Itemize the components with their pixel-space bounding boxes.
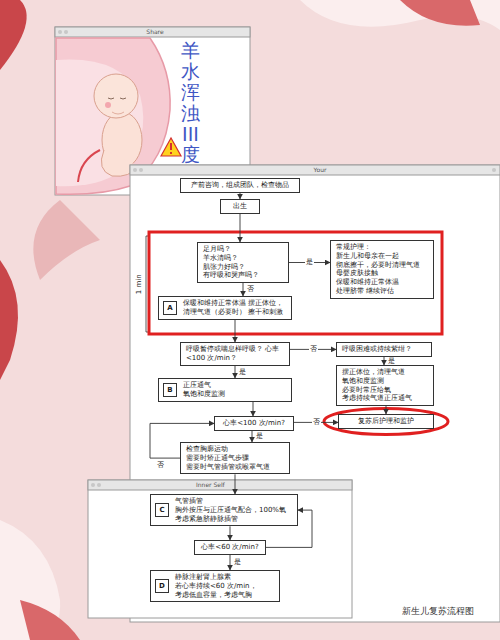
box-text: 新生儿和母亲在一起 彻底擦干，必要时清理气道 母婴皮肤接触 保暖和维持正常体温 … — [336, 252, 428, 296]
step-letter: A — [163, 301, 177, 315]
branch-label: 是 — [233, 558, 242, 566]
window-button — [492, 168, 496, 172]
branch-label: 是 — [238, 368, 247, 376]
box-text: 正压通气 氧饱和度监测 — [183, 381, 233, 399]
box-text: 气管插管 胸外按压与正压通气配合，100%氧 考虑紧急脐静脉插管 — [175, 497, 287, 523]
flow-arrow — [384, 357, 385, 365]
branch-label: 否 — [309, 345, 318, 353]
figure-caption: 新生儿复苏流程图 — [402, 605, 474, 618]
box-text: C — [156, 504, 168, 516]
box-text: A — [164, 302, 176, 314]
deco-blob — [400, 0, 480, 26]
window-button — [58, 30, 62, 34]
branch-label: 是 — [387, 357, 396, 365]
umbilical-cord — [78, 150, 100, 182]
warning-mark — [170, 152, 172, 154]
box-text: 保暖和维持正常体温 摆正体位，清理气道（必要时） 擦干和刺激 — [183, 299, 286, 317]
box-text: 产前咨询，组成团队，检查物品 — [186, 181, 294, 190]
fetus-head — [94, 74, 138, 118]
flow-arrow — [240, 214, 241, 242]
flow-arrow — [386, 406, 387, 414]
window-title: Inner Self — [196, 481, 225, 488]
process-box: 常规护理：新生儿和母亲在一起 彻底擦干，必要时清理气道 母婴皮肤接触 保暖和维持… — [330, 240, 434, 299]
deco-blob — [20, 600, 80, 640]
box-text: 摆正体位，清理气道 氧饱和度监测 必要时常压给氧 考虑持续气道正压通气 — [342, 368, 422, 403]
box-text: 心率<60 次/min? — [200, 543, 260, 552]
step-box: 正压通气 氧饱和度监测 B — [158, 378, 292, 402]
flow-arrow — [252, 431, 253, 442]
window-title: Share — [135, 28, 175, 35]
flow-arrow — [243, 283, 244, 296]
deco-blob — [300, 0, 500, 30]
deco-blob — [33, 200, 100, 280]
branch-label: 是 — [305, 258, 314, 266]
decision-box: 呼吸困难或持续紫绀？ — [336, 342, 432, 357]
box-text: 呼吸困难或持续紫绀？ — [342, 345, 426, 354]
deco-blob — [0, 260, 18, 380]
decision-box: 呼吸暂停或喘息样呼吸？ 心率<100 次/min？ — [180, 342, 290, 366]
decision-box: 心率<100 次/min? — [214, 416, 294, 431]
window-button — [133, 168, 137, 172]
fetus-eyes — [108, 98, 126, 99]
time-note: 1 min — [135, 270, 143, 298]
box-text: 呼吸暂停或喘息样呼吸？ 心率<100 次/min？ — [186, 345, 284, 363]
decision-box: 心率<60 次/min? — [194, 540, 266, 555]
step-box: 气管插管 胸外按压与正压通气配合，100%氧 考虑紧急脐静脉插管 C — [150, 494, 298, 526]
process-box: 出生 — [220, 199, 260, 214]
flow-arrow — [235, 320, 236, 343]
process-box: 检查胸廓运动 需要时矫正通气步骤 需要时气管插管或喉罩气道 — [180, 442, 290, 474]
branch-label: 是 — [255, 432, 264, 440]
step-letter: C — [155, 503, 169, 517]
vertical-note: 羊水浑浊III度 — [181, 40, 200, 165]
window-button — [64, 30, 68, 34]
highlight-frame — [149, 232, 442, 334]
title-bar — [55, 27, 250, 37]
flow-arrow — [230, 555, 231, 570]
flow-arrow — [235, 366, 236, 379]
branch-label: 否 — [312, 418, 321, 426]
step-letter: B — [163, 383, 177, 397]
window-title: Your — [300, 166, 340, 173]
box-text: 心率<100 次/min? — [220, 419, 288, 428]
flow-arrow — [253, 402, 254, 417]
warning-mark — [170, 143, 172, 150]
branch-label: 否 — [157, 461, 164, 469]
flow-arrow — [230, 526, 231, 540]
fetus-hand — [112, 112, 124, 114]
process-box: 产前咨询，组成团队，检查物品 — [180, 178, 300, 193]
fetus-cheek — [105, 102, 111, 108]
title-bar — [130, 165, 500, 175]
box-text: 足月吗？ 羊水清吗？ 肌张力好吗？ 有呼吸和哭声吗？ — [203, 245, 263, 280]
window-frame — [88, 480, 352, 618]
window-button — [91, 483, 95, 487]
step-box: 保暖和维持正常体温 摆正体位，清理气道（必要时） 擦干和刺激 A — [158, 296, 292, 320]
title-bar — [88, 480, 352, 490]
box-text: 出生 — [226, 202, 254, 211]
warning-triangle — [161, 138, 181, 156]
box-text: 复苏后护理和监护 — [344, 417, 428, 426]
flow-arrow — [235, 474, 236, 494]
box-text: D — [156, 580, 168, 592]
box-text: B — [164, 384, 176, 396]
decision-box: 足月吗？ 羊水清吗？ 肌张力好吗？ 有呼吸和哭声吗？ — [197, 242, 289, 283]
branch-label: 否 — [246, 285, 255, 293]
window-button — [139, 168, 143, 172]
deco-blob — [0, 0, 27, 70]
step-letter: D — [155, 579, 169, 593]
box-heading: 常规护理： — [336, 243, 428, 252]
window-button — [97, 483, 101, 487]
process-box: 复苏后护理和监护 — [338, 414, 434, 429]
step-box: 静脉注射肾上腺素 若心率持续<60 次/min， 考虑低血容量，考虑气胸 D — [150, 570, 280, 602]
process-box: 摆正体位，清理气道 氧饱和度监测 必要时常压给氧 考虑持续气道正压通气 — [336, 365, 434, 406]
box-text: 静脉注射肾上腺素 若心率持续<60 次/min， 考虑低血容量，考虑气胸 — [175, 573, 263, 599]
box-text: 检查胸廓运动 需要时矫正通气步骤 需要时气管插管或喉罩气道 — [186, 445, 270, 471]
